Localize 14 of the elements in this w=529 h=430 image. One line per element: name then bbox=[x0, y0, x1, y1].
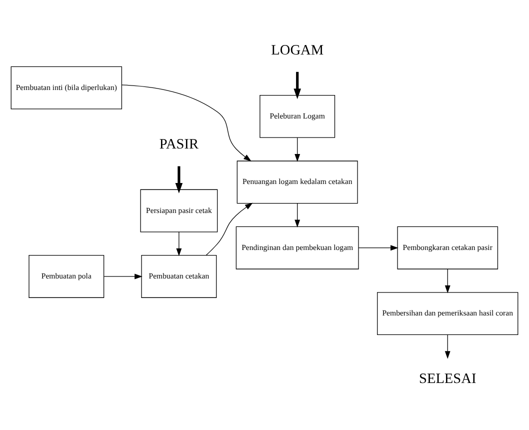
arrow bbox=[294, 137, 300, 162]
arrow bbox=[294, 202, 300, 228]
arrow bbox=[176, 232, 182, 256]
arrow bbox=[122, 84, 252, 162]
arrow bbox=[358, 245, 398, 251]
arrow bbox=[444, 268, 450, 294]
arrow bbox=[444, 334, 450, 359]
node-text: PASIR bbox=[159, 136, 199, 153]
arrow bbox=[175, 166, 183, 194]
arrow bbox=[294, 72, 301, 100]
arrow bbox=[104, 274, 142, 280]
arrow bbox=[206, 202, 253, 256]
node-text: SELESAI bbox=[419, 370, 476, 387]
node-text: LOGAM bbox=[271, 42, 324, 58]
